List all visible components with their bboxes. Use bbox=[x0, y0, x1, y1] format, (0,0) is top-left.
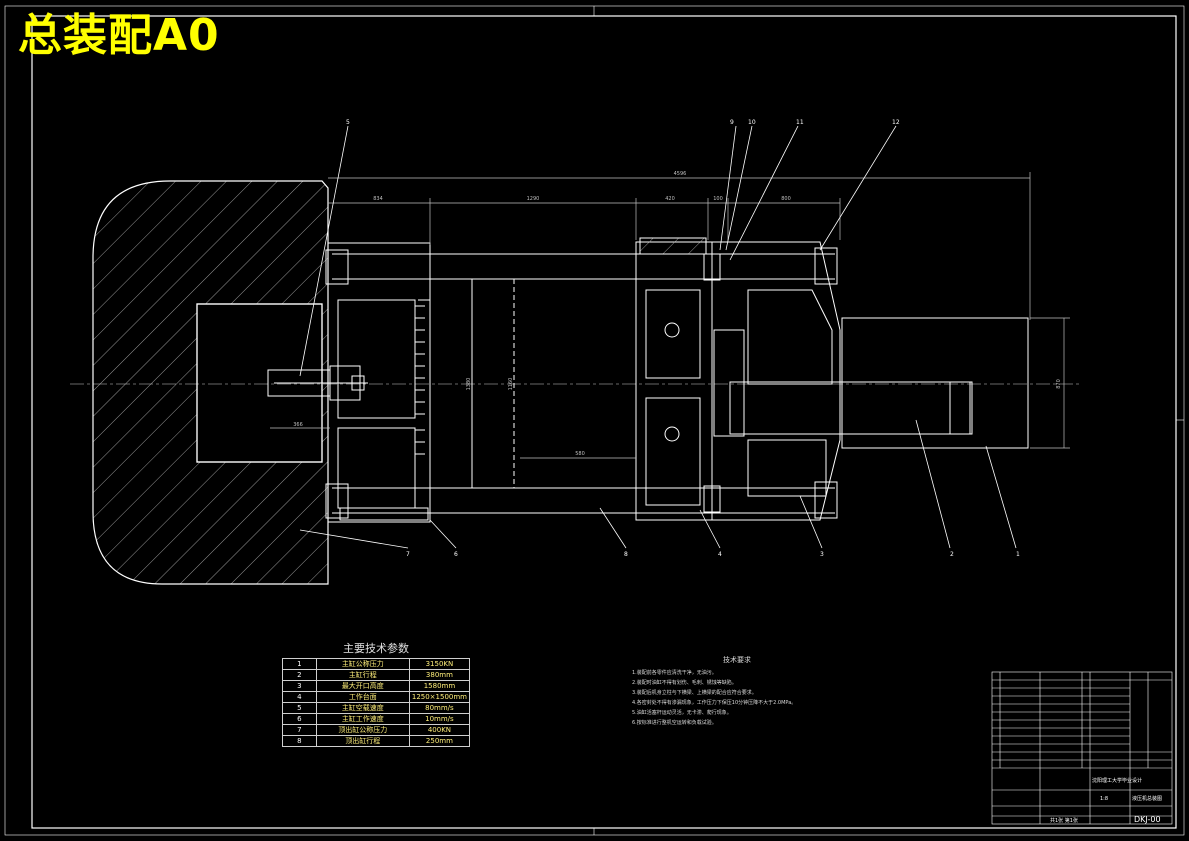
callout-8: 8 bbox=[624, 551, 628, 558]
dim-e: 800 bbox=[781, 196, 791, 202]
params-cell-no: 6 bbox=[282, 713, 317, 725]
outer-border bbox=[4, 5, 1185, 836]
params-cell-no: 3 bbox=[282, 680, 317, 692]
tech-line: 5.油缸活塞杆运动灵活，无卡滞、爬行现象。 bbox=[632, 710, 732, 716]
tech-line: 3.装配后机身立柱与下横梁、上横梁的配合应符合要求。 bbox=[632, 690, 757, 696]
callout-11: 11 bbox=[796, 119, 804, 126]
params-cell-value: 3150KN bbox=[408, 658, 471, 670]
tech-requirements: 技术要求 1.装配前各零件应清洗干净，无油污。 2.装配时油缸不得有划伤、毛刺、锈… bbox=[632, 655, 842, 728]
params-cell-name: 最大开口高度 bbox=[315, 680, 410, 692]
params-cell-no: 8 bbox=[282, 735, 317, 747]
tb-drawing-no: DKJ-00 bbox=[1134, 815, 1161, 824]
title-block bbox=[991, 671, 1173, 825]
dim-c: 420 bbox=[665, 196, 675, 202]
tech-lines: 1.装配前各零件应清洗干净，无油污。 2.装配时油缸不得有划伤、毛刺、锈蚀等缺陷。… bbox=[632, 668, 842, 728]
dim-total: 4596 bbox=[674, 171, 687, 177]
params-cell-name: 主缸公称压力 bbox=[315, 658, 410, 670]
params-cell-no: 2 bbox=[282, 669, 317, 681]
tech-line: 1.装配前各零件应清洗干净，无油污。 bbox=[632, 670, 717, 676]
tech-line: 4.各密封处不得有渗漏现象，工作压力下保压10分钟压降不大于2.0MPa。 bbox=[632, 700, 797, 706]
params-cell-value: 400KN bbox=[408, 724, 471, 736]
params-cell-value: 1580mm bbox=[408, 680, 471, 692]
callout-numbers: 1 2 3 4 5 6 7 8 9 10 11 12 bbox=[346, 119, 1020, 558]
callout-leaders bbox=[299, 125, 1017, 549]
callout-5: 5 bbox=[346, 119, 350, 126]
tb-drawing-name: 液压机总装图 bbox=[1132, 795, 1162, 802]
params-cell-name: 主缸空载速度 bbox=[315, 702, 410, 714]
params-cell-name: 工作台面 bbox=[315, 691, 410, 703]
callout-2: 2 bbox=[950, 551, 954, 558]
params-cell-no: 7 bbox=[282, 724, 317, 736]
params-cell-value: 380mm bbox=[408, 669, 471, 681]
callout-6: 6 bbox=[454, 551, 458, 558]
tb-scale: 1:8 bbox=[1100, 796, 1108, 802]
params-cell-name: 顶出缸行程 bbox=[315, 735, 410, 747]
params-cell-no: 1 bbox=[282, 658, 317, 670]
params-cell-value: 1250×1500mm bbox=[408, 691, 471, 703]
callout-10: 10 bbox=[748, 119, 756, 126]
params-cell-name: 顶出缸公称压力 bbox=[315, 724, 410, 736]
moving-platen bbox=[635, 237, 721, 521]
drawing-title: 总装配A0 bbox=[18, 10, 220, 61]
params-cell-name: 主缸工作速度 bbox=[315, 713, 410, 725]
inner-frame bbox=[31, 15, 1177, 829]
callout-1: 1 bbox=[1016, 551, 1020, 558]
params-cell-value: 250mm bbox=[408, 735, 471, 747]
tech-line: 6.按标准进行整机空运转和负载试验。 bbox=[632, 720, 717, 726]
params-cell-name: 主缸行程 bbox=[315, 669, 410, 681]
dimension-labels: 4596 834 1290 420 100 800 366 580 1380 1… bbox=[293, 171, 1062, 457]
cylinder-frame bbox=[711, 241, 841, 521]
tie-rods bbox=[325, 247, 838, 519]
fixed-platen bbox=[327, 242, 431, 523]
tb-sheet: 共1张 第1张 bbox=[1050, 817, 1078, 824]
dim-f: 366 bbox=[293, 422, 303, 428]
callout-7: 7 bbox=[406, 551, 410, 558]
title-block-text: 沈阳理工大学毕业设计 液压机总装图 DKJ-00 1:8 共1张 第1张 bbox=[1050, 777, 1162, 824]
tech-title: 技术要求 bbox=[723, 656, 751, 664]
dim-b: 1290 bbox=[527, 196, 540, 202]
dim-i: 1160 bbox=[508, 378, 514, 391]
callout-9: 9 bbox=[730, 119, 734, 126]
ejector-cylinder bbox=[267, 365, 368, 401]
dim-h: 1380 bbox=[466, 378, 472, 391]
params-title: 主要技术参数 bbox=[343, 642, 409, 655]
dim-a: 834 bbox=[373, 196, 383, 202]
dim-j: 870 bbox=[1056, 379, 1062, 389]
tech-line: 2.装配时油缸不得有划伤、毛刺、锈蚀等缺陷。 bbox=[632, 680, 737, 686]
callout-12: 12 bbox=[892, 119, 900, 126]
params-cell-no: 4 bbox=[282, 691, 317, 703]
callout-3: 3 bbox=[820, 551, 824, 558]
dim-g: 580 bbox=[575, 451, 585, 457]
tb-university: 沈阳理工大学毕业设计 bbox=[1092, 777, 1142, 784]
work-area bbox=[471, 278, 636, 489]
main-cylinder bbox=[729, 317, 1029, 449]
callout-4: 4 bbox=[718, 551, 722, 558]
params-cell-no: 5 bbox=[282, 702, 317, 714]
dim-d: 100 bbox=[713, 196, 723, 202]
dimension-lines bbox=[270, 172, 1070, 459]
params-cell-value: 80mm/s bbox=[408, 702, 471, 714]
params-cell-value: 10mm/s bbox=[408, 713, 471, 725]
